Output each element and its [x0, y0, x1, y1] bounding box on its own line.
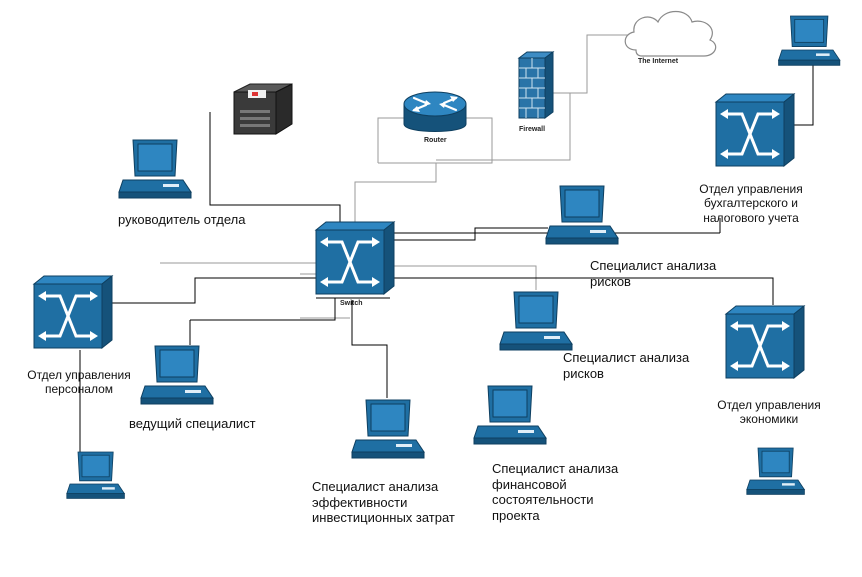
- switch-personnel: [32, 274, 114, 350]
- risk2-label: Специалист анализа рисков: [563, 350, 690, 381]
- head-label: руководитель отдела: [118, 212, 246, 227]
- cloud-icon: [624, 10, 717, 57]
- switch-label: Switch: [340, 300, 363, 307]
- computer-lead: [140, 345, 214, 405]
- personnel-label: Отдел управления персоналом: [27, 368, 131, 397]
- connection-lines: [79, 34, 814, 452]
- server-icon: [233, 83, 293, 135]
- risk1-label: Специалист анализа рисков: [590, 258, 717, 289]
- economics-label: Отдел управления экономики: [717, 398, 821, 427]
- computer-financial: [473, 385, 547, 445]
- router-label: Router: [424, 137, 447, 144]
- computer-risk1: [545, 185, 619, 245]
- financial-label: Специалист анализа финансовой состоятель…: [492, 461, 619, 523]
- accounting-label: Отдел управления бухгалтерского и налого…: [699, 182, 803, 225]
- firewall-icon: [517, 51, 555, 119]
- router-icon: [403, 91, 467, 132]
- switch-accounting: [714, 92, 796, 168]
- investment-label: Специалист анализа эффективности инвести…: [312, 479, 455, 526]
- computer-investment: [351, 399, 425, 459]
- computer-head: [118, 139, 192, 199]
- computer-risk2: [499, 291, 573, 351]
- switch-economics: [724, 304, 806, 380]
- lead-label: ведущий специалист: [129, 416, 256, 431]
- internet-label: The Internet: [638, 58, 679, 65]
- computer-accounting: [778, 15, 841, 66]
- computer-personnel: [66, 451, 125, 499]
- computer-economics: [746, 447, 805, 495]
- firewall-label: Firewall: [519, 126, 546, 133]
- switch-main: [314, 220, 396, 296]
